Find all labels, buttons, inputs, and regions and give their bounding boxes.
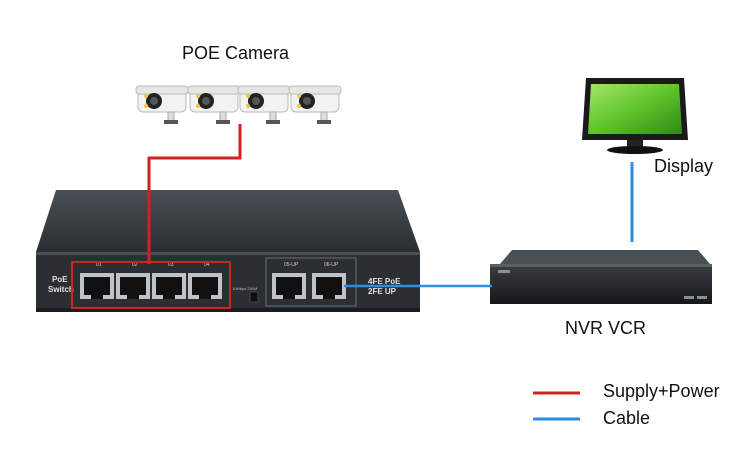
camera-icon	[187, 85, 241, 124]
ethernet-port-icon	[80, 273, 114, 299]
port-label: 03	[168, 262, 174, 268]
power-line-camera-to-switch	[147, 124, 242, 264]
ethernet-port-icon	[272, 273, 306, 299]
camera-icon	[288, 85, 342, 124]
port-label: 06-UP	[324, 262, 339, 268]
legend	[533, 391, 580, 421]
ethernet-port-icon	[188, 273, 222, 299]
poe-ports-highlight	[71, 261, 231, 309]
mode-toggle	[249, 291, 259, 303]
ethernet-port-icon	[312, 273, 346, 299]
switch-mode-text: 10Mbps 250M	[232, 286, 257, 291]
camera-label: POE Camera	[182, 43, 290, 63]
switch-spec-line2: 2FE UP	[368, 287, 397, 296]
camera-icon	[237, 85, 291, 124]
ethernet-port-icon	[116, 273, 150, 299]
display-label: Display	[654, 156, 714, 176]
port-label: 01	[96, 262, 102, 268]
switch-brand-line1: PoE	[52, 275, 68, 284]
camera-icon	[135, 85, 189, 124]
port-label: 04	[204, 262, 210, 268]
switch-spec-line1: 4FE PoE	[368, 277, 401, 286]
poe-switch: PoE Switch 01 02 03 04 05-UP 06-UP	[36, 190, 420, 312]
legend-label-cable: Cable	[603, 408, 651, 428]
port-label: 02	[132, 262, 138, 268]
port-label: 05-UP	[284, 262, 299, 268]
nvr-label: NVR VCR	[565, 318, 647, 338]
monitor-icon	[582, 78, 688, 154]
nvr-recorder	[490, 250, 712, 304]
switch-brand-line2: Switch	[48, 285, 74, 294]
legend-label-power: Supply+Power	[603, 381, 720, 401]
ethernet-port-icon	[152, 273, 186, 299]
poe-camera-group	[135, 85, 342, 124]
